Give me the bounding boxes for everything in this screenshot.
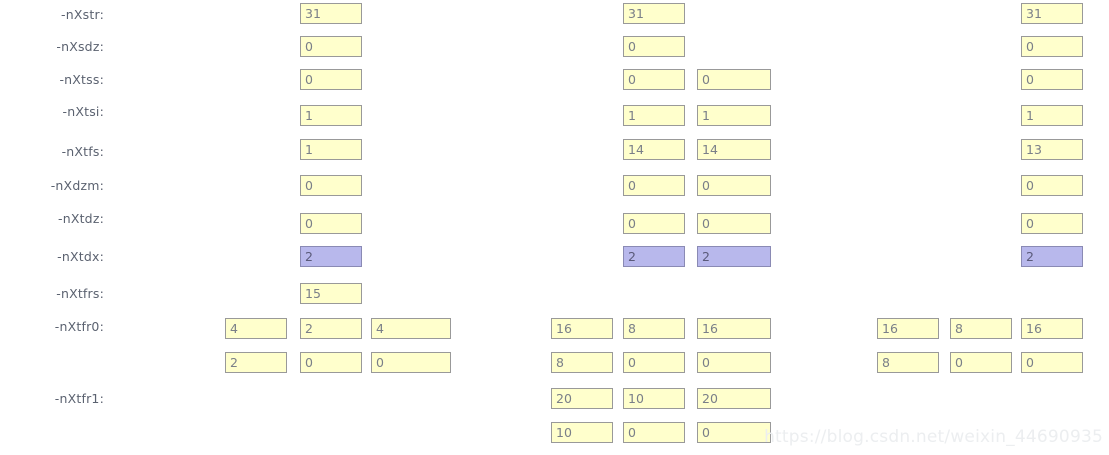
field-g2-nxtfr0-r1c2[interactable]: 0 — [697, 352, 771, 373]
field-g2-nxtfr0-r1c1[interactable]: 0 — [623, 352, 685, 373]
label-nxsdz: -nXsdz: — [56, 39, 104, 54]
field-g3-nxtdz[interactable]: 0 — [1021, 213, 1083, 234]
field-g2-nxtfr1-r0c0[interactable]: 20 — [551, 388, 613, 409]
field-g2-nxtdz-0[interactable]: 0 — [623, 213, 685, 234]
field-g2-nxtss-1[interactable]: 0 — [697, 69, 771, 90]
field-g1-nxtfr0-r0c1[interactable]: 2 — [300, 318, 362, 339]
field-g2-nxtfs-0[interactable]: 14 — [623, 139, 685, 160]
field-g1-nxstr[interactable]: 31 — [300, 3, 362, 24]
field-g2-nxtdx-1[interactable]: 2 — [697, 246, 771, 267]
field-g3-nxtfr0-r0c2[interactable]: 16 — [1021, 318, 1083, 339]
field-g2-nxdzm-0[interactable]: 0 — [623, 175, 685, 196]
field-g2-nxtfr1-r1c2[interactable]: 0 — [697, 422, 771, 443]
field-g1-nxtfs[interactable]: 1 — [300, 139, 362, 160]
field-g2-nxtfs-1[interactable]: 14 — [697, 139, 771, 160]
field-g3-nxtfr0-r1c2[interactable]: 0 — [1021, 352, 1083, 373]
field-g3-nxtfr0-r0c0[interactable]: 16 — [877, 318, 939, 339]
label-nxtdz: -nXtdz: — [57, 211, 104, 226]
field-g3-nxtdx[interactable]: 2 — [1021, 246, 1083, 267]
field-g2-nxdzm-1[interactable]: 0 — [697, 175, 771, 196]
label-nxtsi: -nXtsi: — [62, 104, 104, 119]
watermark-text: https://blog.csdn.net/weixin_44690935 — [764, 427, 1103, 447]
field-g2-nxtfr1-r0c2[interactable]: 20 — [697, 388, 771, 409]
field-g3-nxtfr0-r0c1[interactable]: 8 — [950, 318, 1012, 339]
field-g1-nxtfrs[interactable]: 15 — [300, 283, 362, 304]
field-g2-nxtfr1-r0c1[interactable]: 10 — [623, 388, 685, 409]
label-nxtfr1: -nXtfr1: — [54, 391, 104, 406]
field-g2-nxtfr0-r0c1[interactable]: 8 — [623, 318, 685, 339]
field-g3-nxtfr0-r1c1[interactable]: 0 — [950, 352, 1012, 373]
field-g3-nxsdz[interactable]: 0 — [1021, 36, 1083, 57]
label-nxtss: -nXtss: — [59, 72, 104, 87]
field-g2-nxtdx-0[interactable]: 2 — [623, 246, 685, 267]
field-g2-nxstr[interactable]: 31 — [623, 3, 685, 24]
label-nxstr: -nXstr: — [61, 7, 104, 22]
field-g1-nxtfr0-r1c0[interactable]: 2 — [225, 352, 287, 373]
field-g2-nxtfr0-r0c0[interactable]: 16 — [551, 318, 613, 339]
field-g2-nxtfr1-r1c0[interactable]: 10 — [551, 422, 613, 443]
label-nxtfr0: -nXtfr0: — [54, 319, 104, 334]
field-g1-nxdzm[interactable]: 0 — [300, 175, 362, 196]
field-g2-nxtfr0-r1c0[interactable]: 8 — [551, 352, 613, 373]
field-g1-nxtdx[interactable]: 2 — [300, 246, 362, 267]
label-nxtdx: -nXtdx: — [57, 249, 104, 264]
label-nxtfs: -nXtfs: — [61, 144, 104, 159]
field-g2-nxtss-0[interactable]: 0 — [623, 69, 685, 90]
field-g2-nxtfr1-r1c1[interactable]: 0 — [623, 422, 685, 443]
field-g3-nxtfr0-r1c0[interactable]: 8 — [877, 352, 939, 373]
field-g3-nxtsi[interactable]: 1 — [1021, 105, 1083, 126]
field-g1-nxtdz[interactable]: 0 — [300, 213, 362, 234]
label-nxtfrs: -nXtfrs: — [56, 286, 104, 301]
field-g1-nxtfr0-r0c2[interactable]: 4 — [371, 318, 451, 339]
field-g2-nxsdz[interactable]: 0 — [623, 36, 685, 57]
field-g3-nxdzm[interactable]: 0 — [1021, 175, 1083, 196]
field-g2-nxtsi-1[interactable]: 1 — [697, 105, 771, 126]
field-g2-nxtfr0-r0c2[interactable]: 16 — [697, 318, 771, 339]
field-g1-nxtfr0-r1c1[interactable]: 0 — [300, 352, 362, 373]
field-g3-nxstr[interactable]: 31 — [1021, 3, 1083, 24]
field-g3-nxtfs[interactable]: 13 — [1021, 139, 1083, 160]
label-nxdzm: -nXdzm: — [50, 178, 104, 193]
field-g3-nxtss[interactable]: 0 — [1021, 69, 1083, 90]
field-g1-nxtfr0-r0c0[interactable]: 4 — [225, 318, 287, 339]
field-g1-nxtfr0-r1c2[interactable]: 0 — [371, 352, 451, 373]
field-g1-nxsdz[interactable]: 0 — [300, 36, 362, 57]
field-g1-nxtsi[interactable]: 1 — [300, 105, 362, 126]
field-g2-nxtdz-1[interactable]: 0 — [697, 213, 771, 234]
field-g2-nxtsi-0[interactable]: 1 — [623, 105, 685, 126]
field-g1-nxtss[interactable]: 0 — [300, 69, 362, 90]
